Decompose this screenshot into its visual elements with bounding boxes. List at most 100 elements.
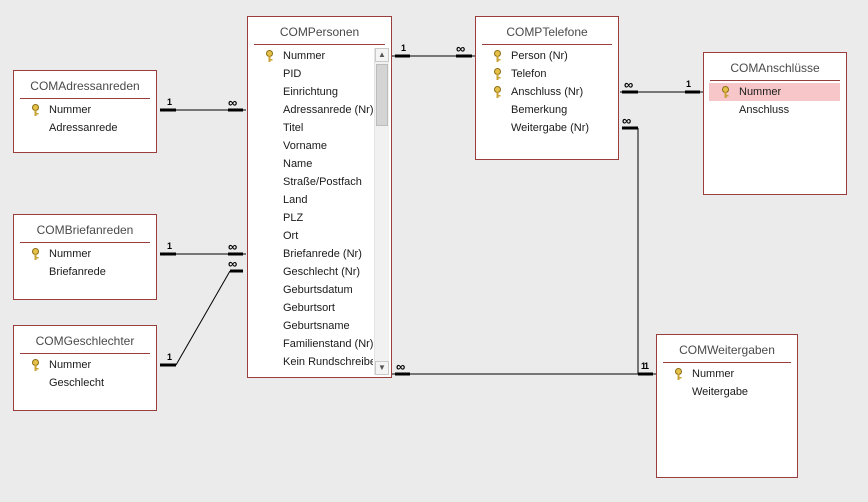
field-row[interactable]: Geburtsname <box>248 317 373 335</box>
table-comadressanreden[interactable]: COMAdressanreden Nummer Adressanrede <box>13 70 157 153</box>
field-row[interactable]: Ort <box>248 227 373 245</box>
field-row[interactable]: Briefanrede (Nr) <box>248 245 373 263</box>
table-compersonen[interactable]: COMPersonen Nummer PID Einrichtung Adres… <box>247 16 392 378</box>
field-label: Einrichtung <box>283 86 339 98</box>
primary-key-icon <box>32 359 39 371</box>
field-row[interactable]: Name <box>248 155 373 173</box>
field-row[interactable]: Geschlecht (Nr) <box>248 263 373 281</box>
table-title[interactable]: COMAdressanreden <box>14 71 156 101</box>
primary-key-icon <box>32 248 39 260</box>
field-row-selected[interactable]: Nummer <box>709 83 840 101</box>
scroll-up-arrow-icon[interactable]: ▲ <box>375 48 389 62</box>
field-label: Weitergabe <box>692 386 749 398</box>
field-row[interactable]: Titel <box>248 119 373 137</box>
field-label: Nummer <box>49 104 92 116</box>
rel-one-label: 1 <box>641 361 647 371</box>
field-label: Weitergabe (Nr) <box>511 122 590 134</box>
field-label: Ort <box>283 230 299 242</box>
table-title[interactable]: COMPersonen <box>248 17 391 47</box>
field-row[interactable]: Weitergabe (Nr) <box>476 119 618 137</box>
field-label: Geschlecht (Nr) <box>283 266 361 278</box>
field-row[interactable]: Straße/Postfach <box>248 173 373 191</box>
field-label: Anschluss (Nr) <box>511 86 584 98</box>
rel-one-label: 1 <box>686 79 692 89</box>
table-title[interactable]: COMGeschlechter <box>14 326 156 356</box>
primary-key-icon <box>722 86 729 98</box>
scroll-down-arrow-icon[interactable]: ▼ <box>375 361 389 375</box>
field-label: Geschlecht <box>49 377 105 389</box>
field-label: Telefon <box>511 68 547 80</box>
field-label: Geburtsname <box>283 320 350 332</box>
table-title[interactable]: COMAnschlüsse <box>704 53 846 83</box>
field-label: Titel <box>283 122 304 134</box>
field-label: Nummer <box>739 86 782 98</box>
table-title[interactable]: COMWeitergaben <box>657 335 797 365</box>
table-combriefanreden[interactable]: COMBriefanreden Nummer Briefanrede <box>13 214 157 300</box>
field-label: Nummer <box>49 359 92 371</box>
field-label: Kein Rundschreiben <box>283 356 373 368</box>
field-row[interactable]: Geburtsdatum <box>248 281 373 299</box>
table-comgeschlechter[interactable]: COMGeschlechter Nummer Geschlecht <box>13 325 157 411</box>
field-label: Adressanrede <box>49 122 118 134</box>
field-row[interactable]: Weitergabe <box>657 383 797 401</box>
primary-key-icon <box>266 50 273 62</box>
field-row[interactable]: Kein Rundschreiben <box>248 353 373 371</box>
field-row[interactable]: Nummer <box>14 245 156 263</box>
primary-key-icon <box>675 368 682 380</box>
field-row[interactable]: Nummer <box>248 47 373 65</box>
rel-many-label: ∞ <box>228 256 238 271</box>
primary-key-icon <box>494 50 501 62</box>
field-row[interactable]: Nummer <box>14 356 156 374</box>
table-title[interactable]: COMBriefanreden <box>14 215 156 245</box>
field-row[interactable]: PLZ <box>248 209 373 227</box>
field-row[interactable]: Person (Nr) <box>476 47 618 65</box>
field-row[interactable]: PID <box>248 65 373 83</box>
field-label: PID <box>283 68 302 80</box>
field-row[interactable]: Briefanrede <box>14 263 156 281</box>
field-row[interactable]: Adressanrede <box>14 119 156 137</box>
rel-many-label: ∞ <box>622 113 632 128</box>
field-label: Vorname <box>283 140 328 152</box>
field-label: Briefanrede <box>49 266 106 278</box>
rel-one-label: 1 <box>167 241 173 251</box>
field-label: Nummer <box>283 50 326 62</box>
rel-many-label: ∞ <box>396 359 406 374</box>
field-row[interactable]: Vorname <box>248 137 373 155</box>
field-row[interactable]: Geschlecht <box>14 374 156 392</box>
rel-many-label: ∞ <box>228 95 238 110</box>
rel-many-label: ∞ <box>228 239 238 254</box>
table-comweitergaben[interactable]: COMWeitergaben Nummer Weitergabe <box>656 334 798 478</box>
field-row[interactable]: Telefon <box>476 65 618 83</box>
field-row[interactable]: Nummer <box>657 365 797 383</box>
field-label: Straße/Postfach <box>283 176 362 188</box>
field-row[interactable]: Anschluss (Nr) <box>476 83 618 101</box>
field-row[interactable]: Anschluss <box>704 101 846 119</box>
table-title[interactable]: COMPTelefone <box>476 17 618 47</box>
field-label: Land <box>283 194 308 206</box>
table-comptelefone[interactable]: COMPTelefone Person (Nr) Telefon Anschlu… <box>475 16 619 160</box>
field-label: Familienstand (Nr) <box>283 338 373 350</box>
field-label: Nummer <box>49 248 92 260</box>
field-row[interactable]: Geburtsort <box>248 299 373 317</box>
vertical-scrollbar[interactable]: ▲ ▼ <box>374 48 389 375</box>
rel-many-label: ∞ <box>624 77 634 92</box>
field-row[interactable]: Land <box>248 191 373 209</box>
field-label: Briefanrede (Nr) <box>283 248 362 260</box>
rel-one-label: 1 <box>167 352 173 362</box>
rel-many-label: ∞ <box>456 41 466 56</box>
field-row[interactable]: Bemerkung <box>476 101 618 119</box>
field-row[interactable]: Nummer <box>14 101 156 119</box>
field-label: Geburtsort <box>283 302 335 314</box>
field-row[interactable]: Einrichtung <box>248 83 373 101</box>
primary-key-icon <box>494 86 501 98</box>
rel-one-label: 1 <box>401 43 407 53</box>
field-row[interactable]: Familienstand (Nr) <box>248 335 373 353</box>
table-comanschluesse[interactable]: COMAnschlüsse Nummer Anschluss <box>703 52 847 195</box>
primary-key-icon <box>32 104 39 116</box>
field-row[interactable]: Adressanrede (Nr) <box>248 101 373 119</box>
rel-one-label: 1 <box>644 361 650 371</box>
scrollbar-thumb[interactable] <box>376 64 388 126</box>
field-label: Name <box>283 158 313 170</box>
rel-one-label: 1 <box>167 97 173 107</box>
